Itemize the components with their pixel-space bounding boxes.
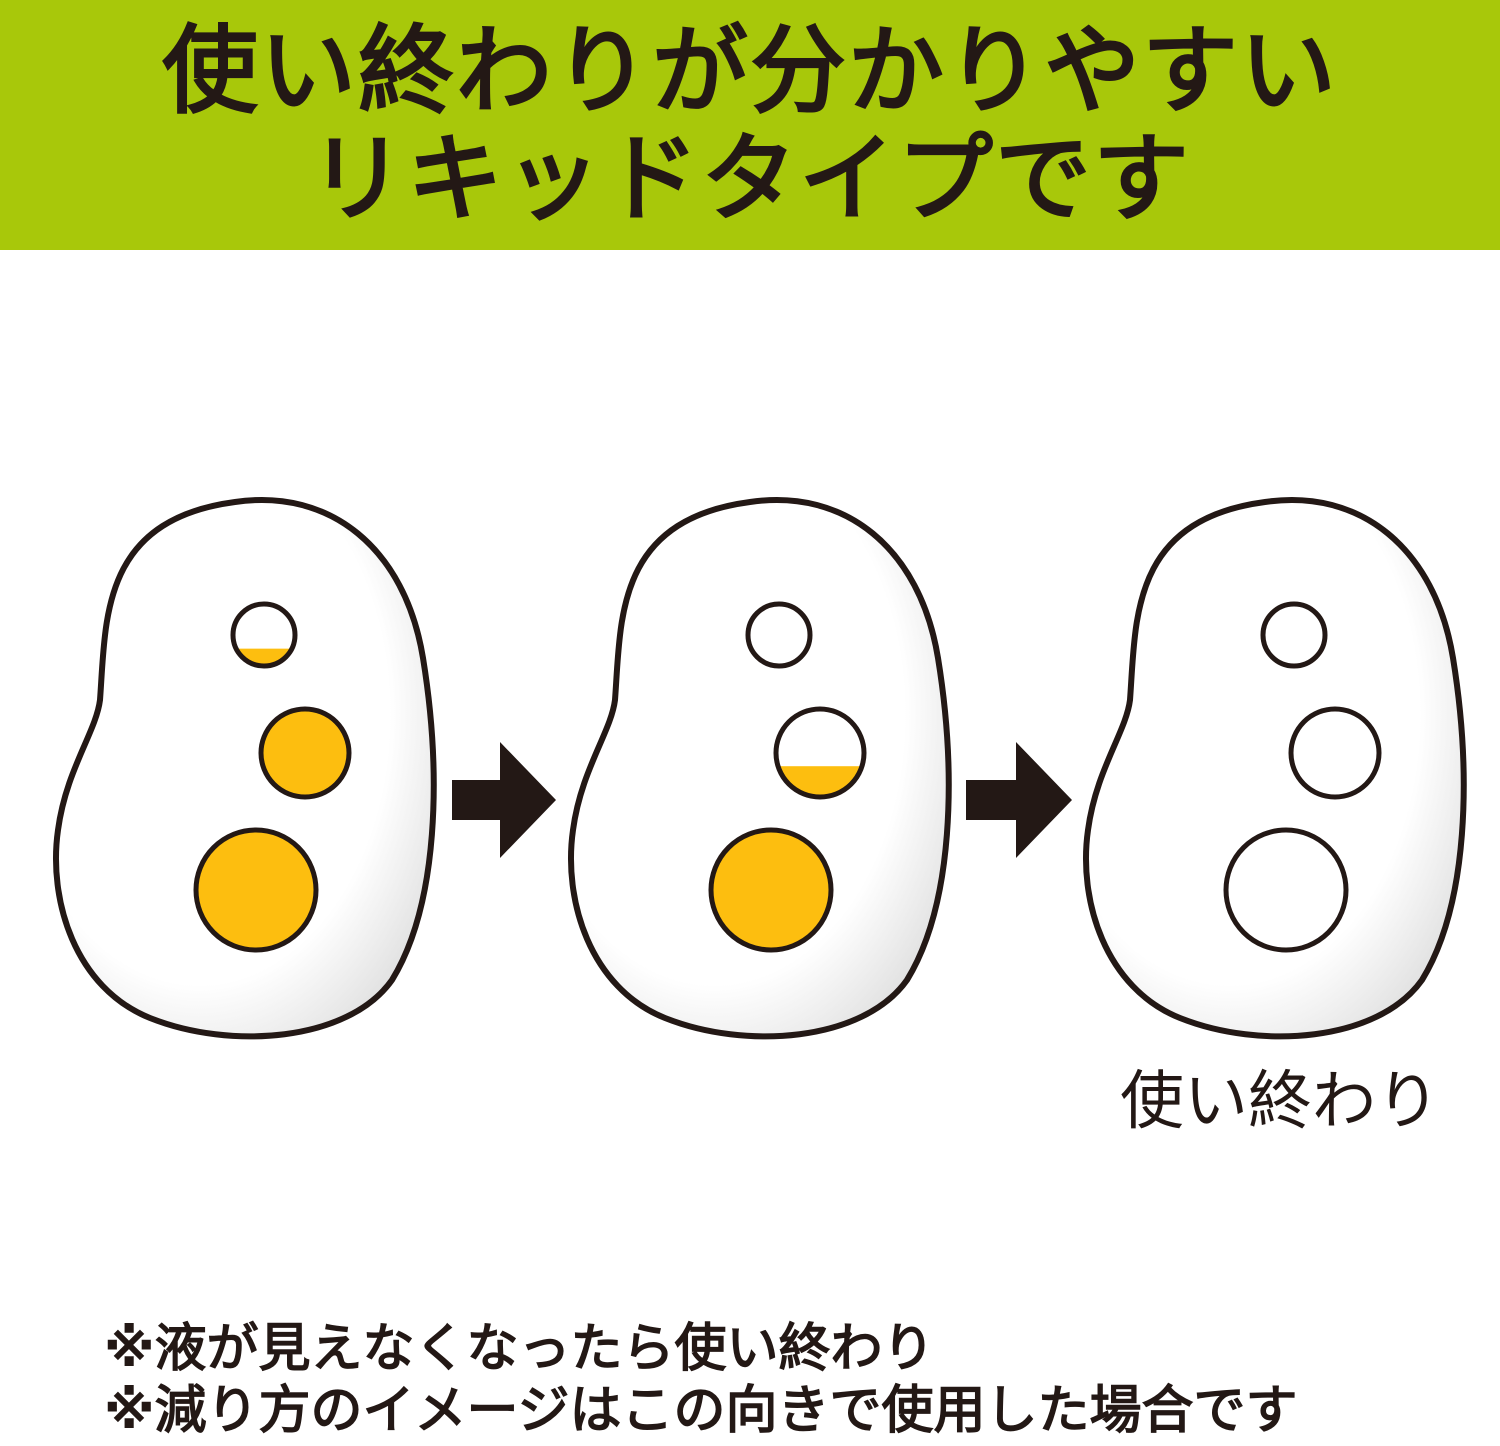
small-window-outline [1260,601,1328,669]
notes: ※液が見えなくなったら使い終わり ※減り方のイメージはこの向きで使用した場合です [104,1318,1298,1442]
small-window-background [748,604,810,666]
arrow-right-icon [966,742,1072,858]
note-1: ※液が見えなくなったら使い終わり [104,1319,935,1379]
headline-line-2: リキッドタイプです [309,123,1191,235]
medium-window-outline [1288,706,1382,800]
end-of-use-label: 使い終わり [1120,1065,1440,1139]
large-window-outline [193,827,319,953]
medium-window-background [1291,709,1379,797]
note-2: ※減り方のイメージはこの向きで使用した場合です [104,1381,1298,1441]
large-window-outline [1223,827,1349,953]
large-window-outline [708,827,834,953]
product-body-outline [568,497,952,1040]
stage-partial [568,497,952,1040]
liquid-level [196,830,316,950]
stage-full [53,497,437,1040]
small-window-outline [745,601,813,669]
headline-line-1: 使い終わりが分かりやすい [162,15,1338,127]
stage-empty [1083,497,1467,1040]
medium-window-outline [258,706,352,800]
usage-diagram [53,497,1467,1040]
small-window-background [1263,604,1325,666]
product-body-outline [1083,497,1467,1040]
large-window-background [1226,830,1346,950]
header-banner: 使い終わりが分かりやすい リキッドタイプです [0,0,1500,250]
product-body-outline [53,497,437,1040]
liquid-level [711,830,831,950]
arrow-right-icon [452,742,556,858]
small-window-outline [230,601,298,669]
medium-window-outline [773,706,867,800]
liquid-level [261,709,349,797]
